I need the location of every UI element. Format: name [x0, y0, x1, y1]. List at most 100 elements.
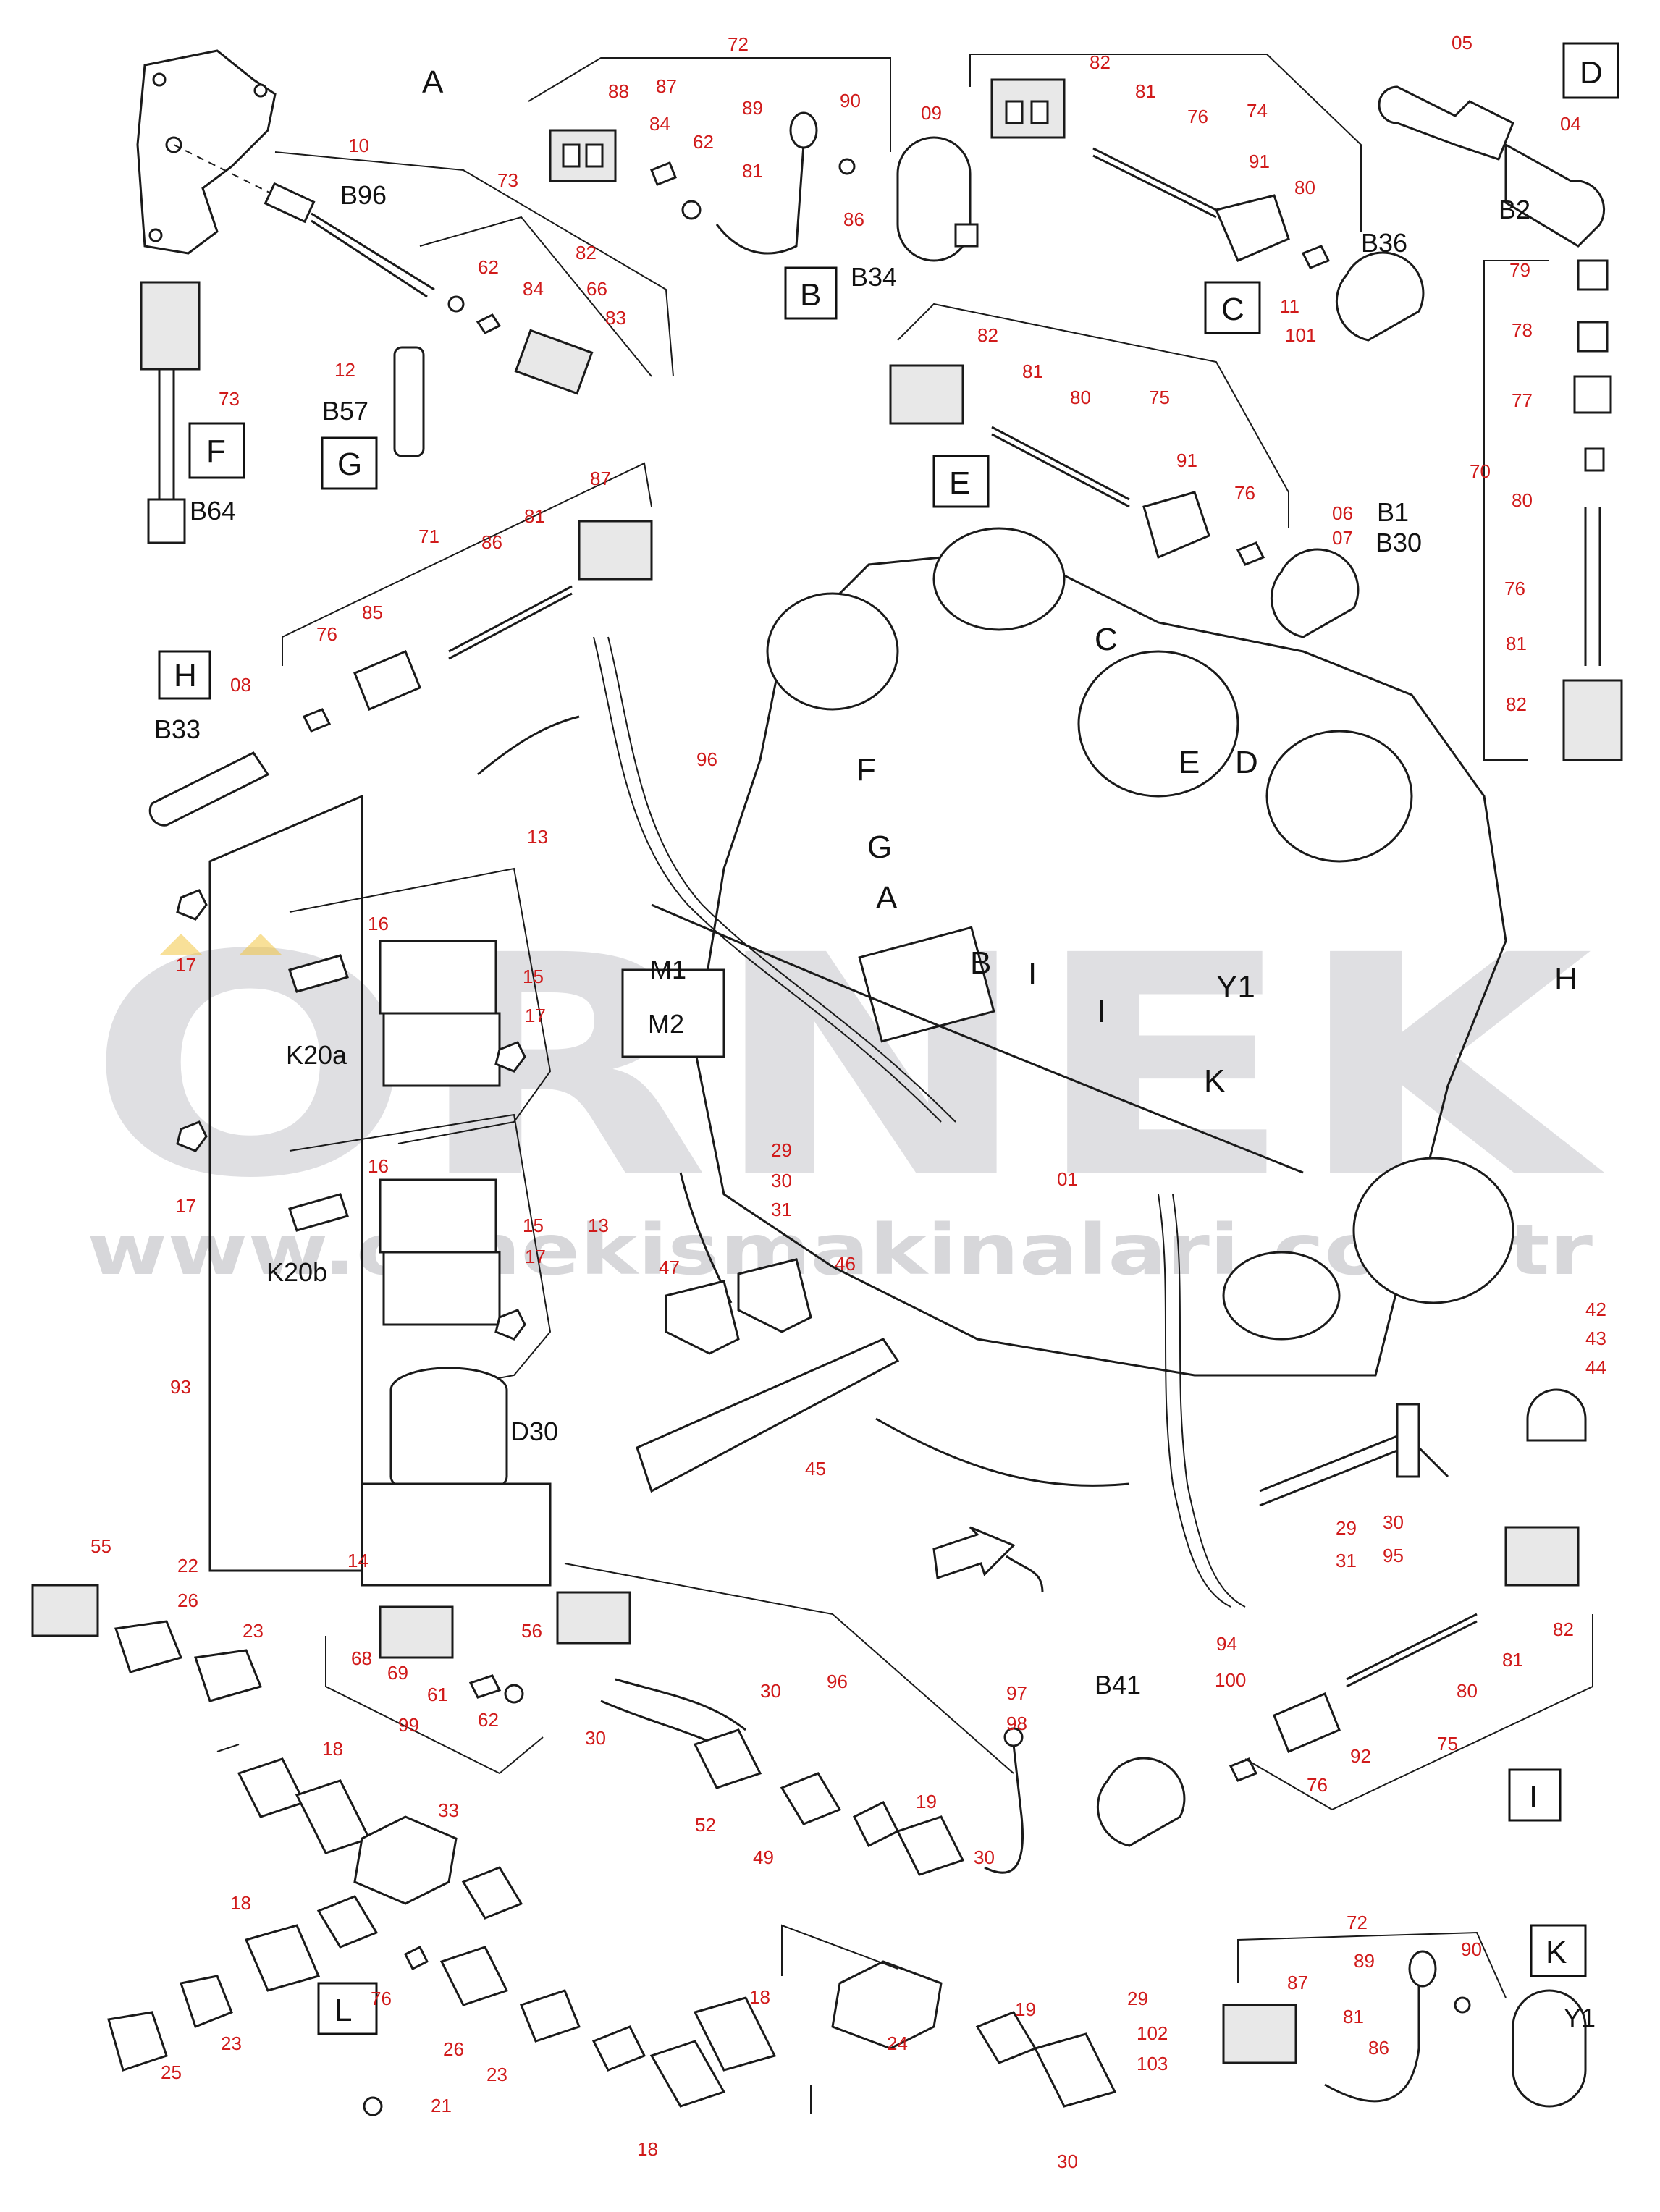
sensor-b36-body	[1335, 251, 1425, 342]
tee-24	[831, 1960, 943, 2050]
part-number: 13	[527, 826, 548, 848]
section-label-i: I	[1529, 1779, 1538, 1815]
sensor-b57-body	[393, 346, 425, 457]
connector-87-h	[578, 520, 653, 581]
part-number: 21	[431, 2095, 452, 2116]
part-number: 62	[693, 131, 714, 153]
part-number: 55	[90, 1535, 111, 1557]
group-e-b1-b30	[889, 303, 1360, 638]
part-number: 23	[243, 1620, 264, 1642]
part-number: 31	[771, 1199, 792, 1220]
block-46	[737, 1258, 812, 1333]
relay-d30-body	[389, 1367, 508, 1500]
group-k-y1	[1222, 1924, 1587, 2108]
bracket-29-31	[1396, 1403, 1420, 1478]
callout-y1: Y1	[1216, 969, 1255, 1005]
part-number: 72	[1347, 1912, 1368, 1933]
callout-k: K	[1204, 1063, 1225, 1099]
group-i-b41	[1096, 1526, 1593, 1847]
watermark: ORNEK www.ornekismakinalari.com.tr	[87, 891, 1607, 1291]
section-box-b	[784, 266, 838, 320]
sensor-05	[1378, 85, 1514, 161]
label-b41: B41	[1095, 1670, 1141, 1700]
group-a-b96-sensor	[136, 49, 674, 395]
part-number: 89	[742, 97, 763, 119]
part-number: 97	[1006, 1682, 1027, 1704]
part-number: 24	[887, 2032, 908, 2054]
part-80-d	[1584, 447, 1605, 472]
fitting-25	[107, 2011, 168, 2072]
part-number: 68	[351, 1647, 372, 1669]
mount-block-14	[361, 1482, 552, 1587]
conduit-18-e	[649, 2040, 726, 2108]
part-number: 84	[523, 278, 544, 300]
part-number: 49	[753, 1846, 774, 1868]
connector-56	[556, 1591, 631, 1645]
sensor-b2-04	[1504, 143, 1606, 248]
section-label-h: H	[174, 658, 197, 693]
part-number: 81	[1506, 633, 1527, 654]
connector-83	[514, 329, 594, 395]
arrow-l	[932, 1526, 1016, 1580]
part-number: 23	[221, 2032, 242, 2054]
connector-87-k	[1222, 2004, 1297, 2064]
part-number: 47	[659, 1257, 680, 1278]
part-number: 62	[478, 256, 499, 278]
section-box-h	[158, 650, 211, 700]
label-b34: B34	[851, 262, 897, 292]
part-number: 86	[481, 531, 502, 553]
part-number: 87	[1287, 1972, 1308, 1993]
callout-a: A	[876, 880, 898, 916]
callout-b: B	[970, 945, 991, 981]
part-number: 15	[523, 1215, 544, 1236]
label-b64: B64	[190, 496, 236, 525]
part-number: 82	[1506, 693, 1527, 715]
callout-e: E	[1179, 745, 1200, 780]
engine-assembly	[477, 527, 1514, 1608]
sensor-b41-body	[1096, 1757, 1186, 1847]
part-79	[1577, 259, 1609, 291]
part-number: 16	[368, 913, 389, 934]
nut-17-a	[176, 889, 208, 921]
part-number: 70	[1470, 460, 1491, 482]
part-number: 29	[1336, 1517, 1357, 1539]
part-number: 25	[161, 2061, 182, 2083]
connector-82-i	[1504, 1526, 1580, 1587]
boot-91-e	[1142, 491, 1210, 560]
part-number: 29	[1127, 1988, 1148, 2009]
part-number: 75	[1149, 387, 1170, 408]
part-number-labels: 10 73 62 82 84 66 83 72 88 87 84 62 89 9…	[90, 32, 1606, 2172]
part-number: 91	[1176, 449, 1197, 471]
fitting-23-b	[180, 1975, 233, 2028]
part-number: 82	[1090, 51, 1111, 73]
part-number: 08	[230, 674, 251, 696]
part-number: 29	[771, 1139, 792, 1161]
part-number: 15	[523, 966, 544, 987]
section-box-i	[1508, 1768, 1562, 1822]
part-number: 82	[1553, 1618, 1574, 1640]
part-number: 90	[840, 90, 861, 111]
section-label-f: F	[206, 434, 226, 469]
section-box-d	[1562, 42, 1619, 99]
part-number: 61	[427, 1684, 448, 1705]
group-g-b57	[321, 346, 425, 490]
part-number: 82	[576, 242, 597, 263]
fitting-26-a	[114, 1620, 183, 1673]
part-number: 75	[1437, 1733, 1458, 1755]
part-number: 23	[486, 2064, 507, 2085]
relay-cluster-m1-m2	[621, 968, 725, 1058]
part-number: 90	[1461, 1938, 1482, 1960]
connector-f	[140, 281, 201, 371]
relay-k20a-top	[379, 940, 497, 1015]
part-number: 103	[1137, 2053, 1168, 2074]
fitting-49	[780, 1772, 842, 1825]
part-number: 26	[177, 1590, 198, 1611]
part-number: 45	[805, 1458, 826, 1479]
part-number: 81	[1502, 1649, 1523, 1671]
boot-92	[1273, 1692, 1341, 1753]
part-number: 79	[1509, 259, 1530, 281]
part-number: 81	[1343, 2006, 1364, 2027]
part-number: 83	[605, 307, 626, 329]
part-number: 73	[219, 388, 240, 410]
